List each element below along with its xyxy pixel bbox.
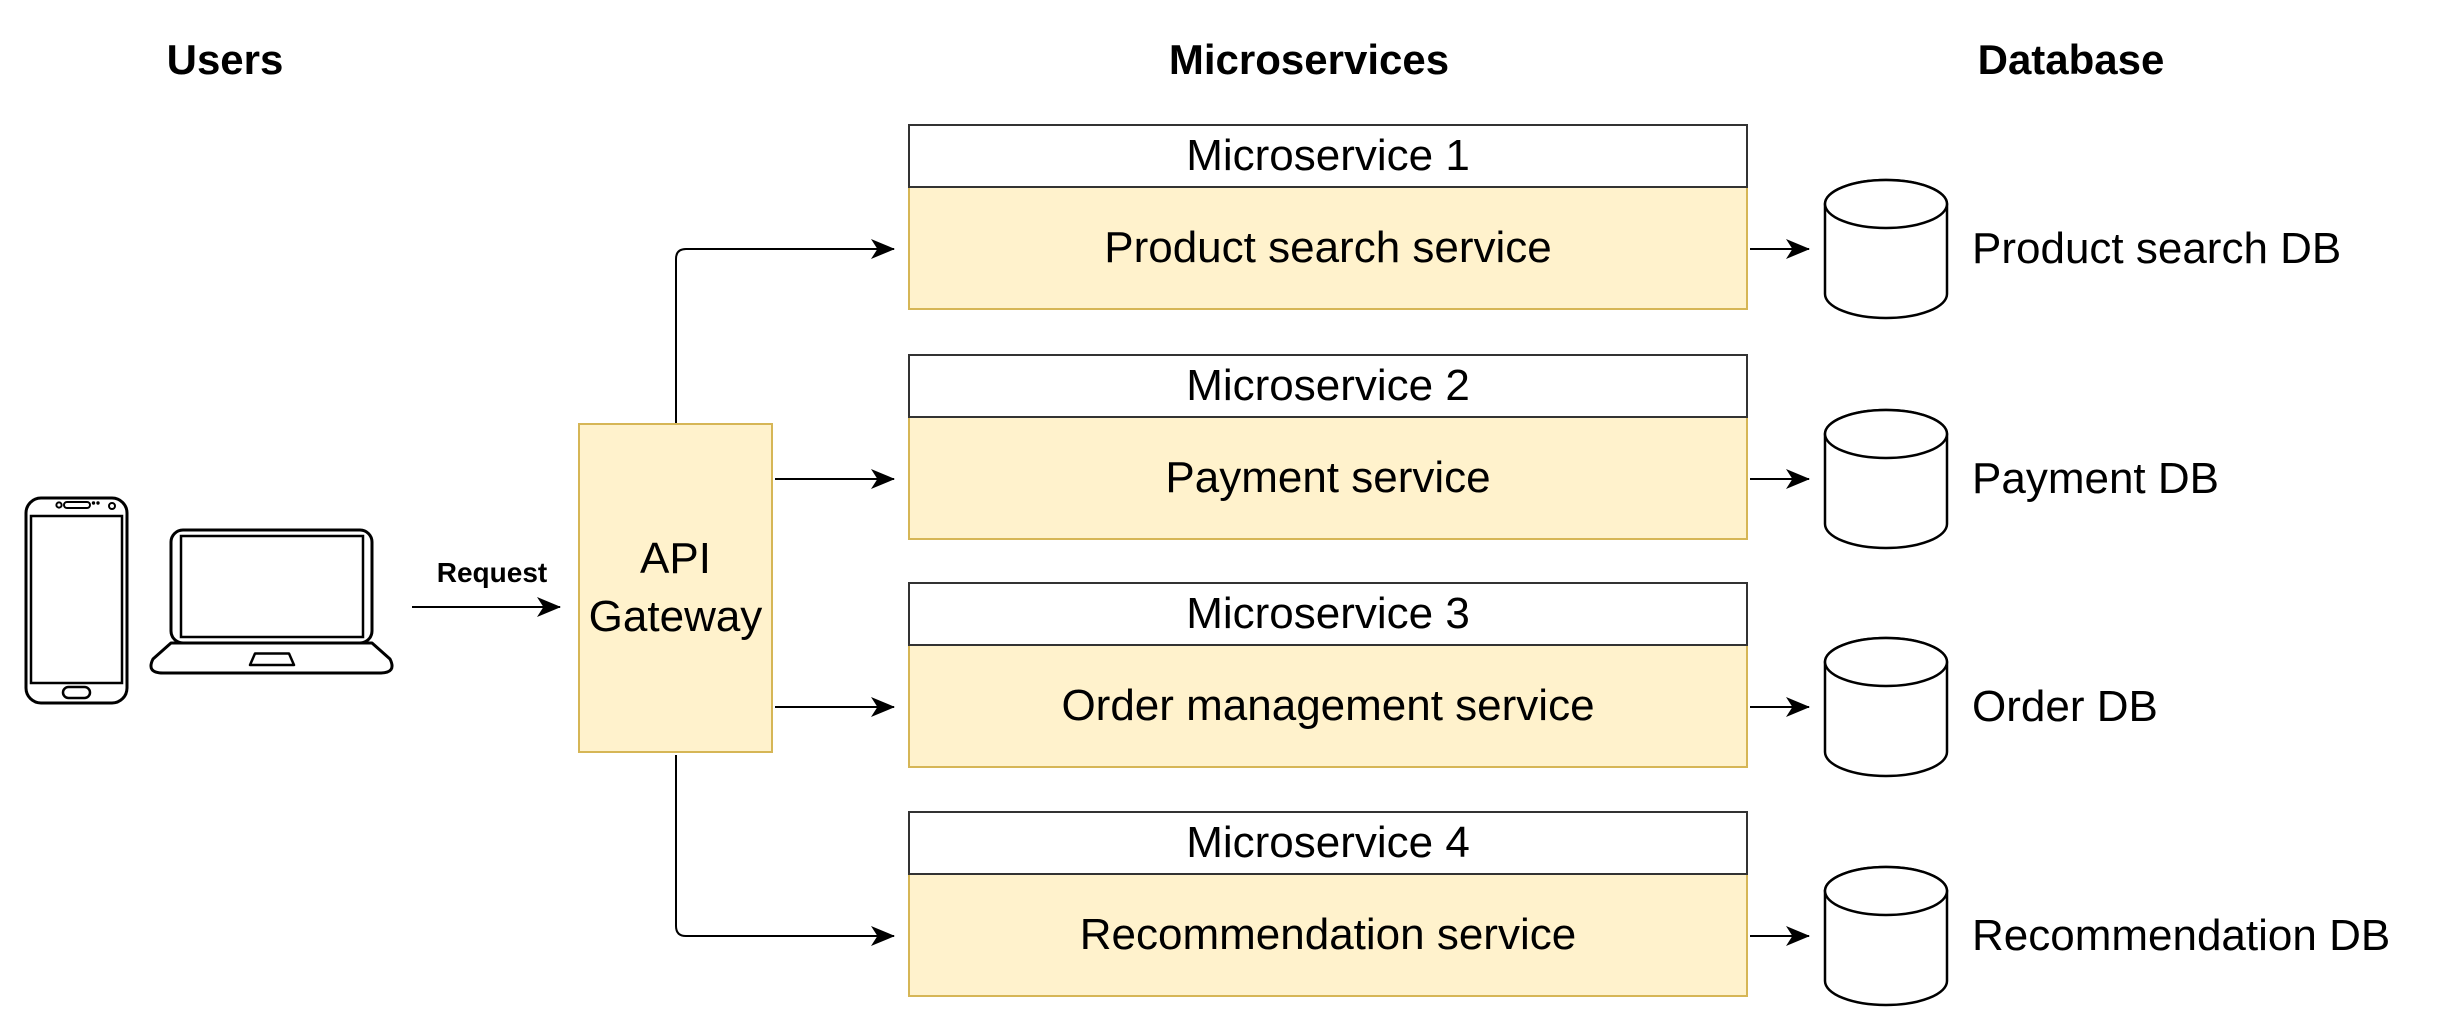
microservice1-title: Microservice 1 xyxy=(1186,131,1470,180)
request-edge-label: Request xyxy=(436,557,548,588)
database-cylinder-icon xyxy=(1823,408,1949,550)
database4-label: Recommendation DB xyxy=(1972,911,2391,960)
database-cylinder-icon xyxy=(1823,865,1949,1007)
smartphone-icon xyxy=(24,496,129,705)
database3-label: Order DB xyxy=(1972,682,2158,731)
microservice3-service-box: Order management service xyxy=(908,646,1748,768)
api-gateway-node: API Gateway xyxy=(578,423,773,753)
database-column-header: Database xyxy=(1977,36,2165,83)
microservice4-service-box: Recommendation service xyxy=(908,875,1748,997)
microservice3-title: Microservice 3 xyxy=(1186,589,1470,638)
microservice4-title: Microservice 4 xyxy=(1186,818,1470,867)
microservice2-service-box: Payment service xyxy=(908,418,1748,540)
microservice2-title-box: Microservice 2 xyxy=(908,354,1748,418)
database-cylinder-icon xyxy=(1823,178,1949,320)
microservice2-service-label: Payment service xyxy=(1165,453,1491,502)
microservice1-title-box: Microservice 1 xyxy=(908,124,1748,188)
microservices-column-header: Microservices xyxy=(1168,36,1450,83)
microservice2-title: Microservice 2 xyxy=(1186,361,1470,410)
microservice4-title-box: Microservice 4 xyxy=(908,811,1748,875)
database-cylinder-icon xyxy=(1823,636,1949,778)
microservice1-service-box: Product search service xyxy=(908,188,1748,310)
microservice4-service-label: Recommendation service xyxy=(1079,910,1577,959)
users-column-header: Users xyxy=(166,36,284,83)
database2-label: Payment DB xyxy=(1972,454,2219,503)
laptop-icon xyxy=(149,528,394,675)
database1-label: Product search DB xyxy=(1972,224,2342,273)
microservice3-title-box: Microservice 3 xyxy=(908,582,1748,646)
microservice1-service-label: Product search service xyxy=(1104,223,1552,272)
gateway-to-microservice1-connector xyxy=(675,239,895,423)
api-gateway-label-line1: API xyxy=(640,534,711,583)
microservice3-service-label: Order management service xyxy=(1061,681,1595,730)
api-gateway-label-line2: Gateway xyxy=(588,592,763,641)
gateway-to-microservice4-connector xyxy=(675,755,895,946)
